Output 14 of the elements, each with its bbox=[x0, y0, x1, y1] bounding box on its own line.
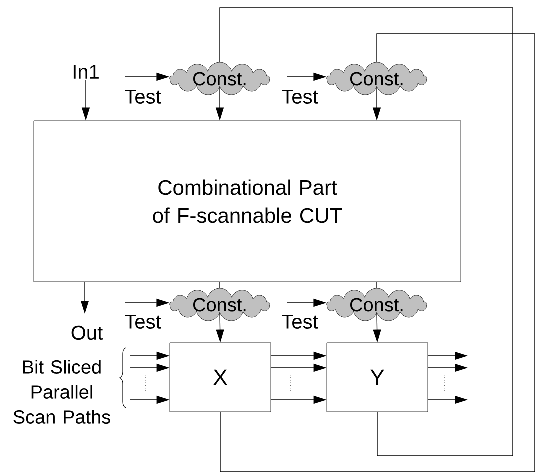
constant-cloud: Const. bbox=[326, 288, 428, 322]
circuit-block: Combinational Part of F-scannable CUT bbox=[34, 120, 462, 282]
constant-cloud: Const. bbox=[326, 62, 428, 96]
port-label: In1 bbox=[74, 65, 99, 79]
edge-label: Test bbox=[124, 314, 162, 330]
register-box: X bbox=[170, 342, 272, 412]
register-box: Y bbox=[326, 342, 428, 412]
constant-cloud: Const. bbox=[170, 62, 270, 96]
edge-label: Test bbox=[280, 89, 320, 105]
edge-label: Test bbox=[280, 314, 320, 330]
port-label: Out bbox=[72, 326, 103, 340]
scan-path-label: Bit Sliced Parallel Scan Paths bbox=[14, 360, 110, 424]
constant-cloud: Const. bbox=[170, 288, 270, 322]
edge-label: Test bbox=[124, 89, 162, 105]
